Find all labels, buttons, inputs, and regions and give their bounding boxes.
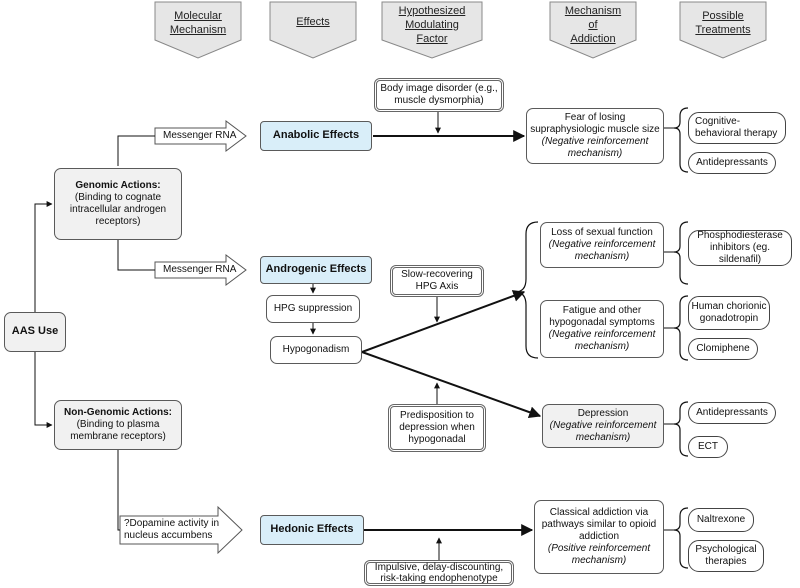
- mechanism-sub: (Negative reinforcement mechanism): [548, 239, 656, 262]
- header-line: Modulating: [405, 18, 459, 31]
- treatment-psychological-therapies: Psychological therapies: [688, 540, 764, 572]
- header-line: Hypothesized: [398, 5, 466, 17]
- header-effects: Effects: [270, 16, 356, 30]
- mechanism-sub: (Negative reinforcement mechanism): [549, 420, 657, 443]
- nongenomic-desc: (Binding to plasma membrane receptors): [70, 419, 166, 442]
- depression-predisposition-modulator: Predisposition to depression when hypogo…: [388, 404, 486, 452]
- androgenic-effects-node: Androgenic Effects: [260, 256, 372, 284]
- sexual-function-mechanism-node: Loss of sexual function (Negative reinfo…: [540, 222, 664, 268]
- dopamine-label: ?Dopamine activity in nucleus accumbens: [124, 518, 220, 541]
- mechanism-sub: (Negative reinforcement mechanism): [541, 136, 649, 159]
- mechanism-main: Classical addiction via pathways similar…: [541, 507, 657, 542]
- header-line: Treatments: [695, 23, 751, 36]
- treatment-antidepressants-1: Antidepressants: [688, 152, 776, 174]
- treatment-hcg: Human chorionic gonadotropin: [688, 296, 770, 330]
- genomic-desc: (Binding to cognate intracellular androg…: [69, 192, 167, 227]
- treatment-pde-inhibitors: Phosphodiesterase inhibitors (eg. silden…: [688, 230, 792, 266]
- hypogonadism-node: Hypogonadism: [270, 336, 362, 364]
- header-possible-treatments: Possible Treatments: [680, 10, 766, 38]
- hpg-suppression-node: HPG suppression: [266, 295, 360, 323]
- genomic-title: Genomic Actions:: [75, 180, 161, 191]
- anabolic-effects-node: Anabolic Effects: [260, 121, 372, 151]
- header-line: Effects: [296, 16, 330, 28]
- header-line: Mechanism: [169, 23, 227, 36]
- messenger-rna-label-androgenic: Messenger RNA: [163, 264, 237, 275]
- genomic-actions-node: Genomic Actions: (Binding to cognate int…: [54, 168, 182, 240]
- header-line: of: [588, 18, 598, 31]
- nongenomic-actions-node: Non-Genomic Actions: (Binding to plasma …: [54, 400, 182, 450]
- header-line: Factor: [416, 32, 448, 45]
- body-image-modulator: Body image disorder (e.g., muscle dysmor…: [374, 78, 504, 112]
- header-line: Addiction: [570, 32, 616, 45]
- nongenomic-title: Non-Genomic Actions:: [64, 407, 172, 418]
- impulsive-endophenotype-modulator: Impulsive, delay-discounting, risk-takin…: [364, 560, 514, 586]
- messenger-rna-label-anabolic: Messenger RNA: [163, 130, 237, 141]
- hedonic-effects-node: Hedonic Effects: [260, 515, 364, 545]
- header-shapes: [154, 1, 767, 59]
- mechanism-main: Depression: [577, 408, 629, 419]
- treatment-antidepressants-2: Antidepressants: [688, 402, 776, 424]
- header-mechanism-of-addiction: Mechanism of Addiction: [550, 5, 636, 46]
- header-line: Possible: [702, 10, 744, 22]
- header-molecular-mechanism: Molecular Mechanism: [155, 10, 241, 38]
- block-arrows: [119, 120, 247, 555]
- mechanism-main: Fatigue and other hypogonadal symptoms: [549, 305, 655, 328]
- depression-mechanism-node: Depression (Negative reinforcement mecha…: [542, 404, 664, 448]
- braces: [514, 107, 689, 569]
- fatigue-mechanism-node: Fatigue and other hypogonadal symptoms (…: [540, 300, 664, 358]
- classical-addiction-mechanism-node: Classical addiction via pathways similar…: [534, 500, 664, 574]
- treatment-naltrexone: Naltrexone: [688, 508, 754, 532]
- treatment-clomiphene: Clomiphene: [688, 338, 758, 360]
- fear-mechanism-node: Fear of losing supraphysiologic muscle s…: [526, 108, 664, 164]
- header-modulating-factor: Hypothesized Modulating Factor: [382, 5, 482, 46]
- treatment-cbt: Cognitive-behavioral therapy: [688, 112, 786, 144]
- mechanism-main: Loss of sexual function: [551, 227, 653, 238]
- mechanism-sub: (Positive reinforcement mechanism): [547, 543, 651, 566]
- aas-use-node: AAS Use: [4, 312, 66, 352]
- mechanism-main: Fear of losing supraphysiologic muscle s…: [530, 112, 660, 135]
- mechanism-sub: (Negative reinforcement mechanism): [548, 329, 656, 352]
- treatment-ect: ECT: [688, 436, 728, 458]
- header-line: Mechanism: [564, 5, 622, 17]
- header-line: Molecular: [174, 10, 222, 22]
- hpg-axis-modulator: Slow-recovering HPG Axis: [390, 265, 484, 297]
